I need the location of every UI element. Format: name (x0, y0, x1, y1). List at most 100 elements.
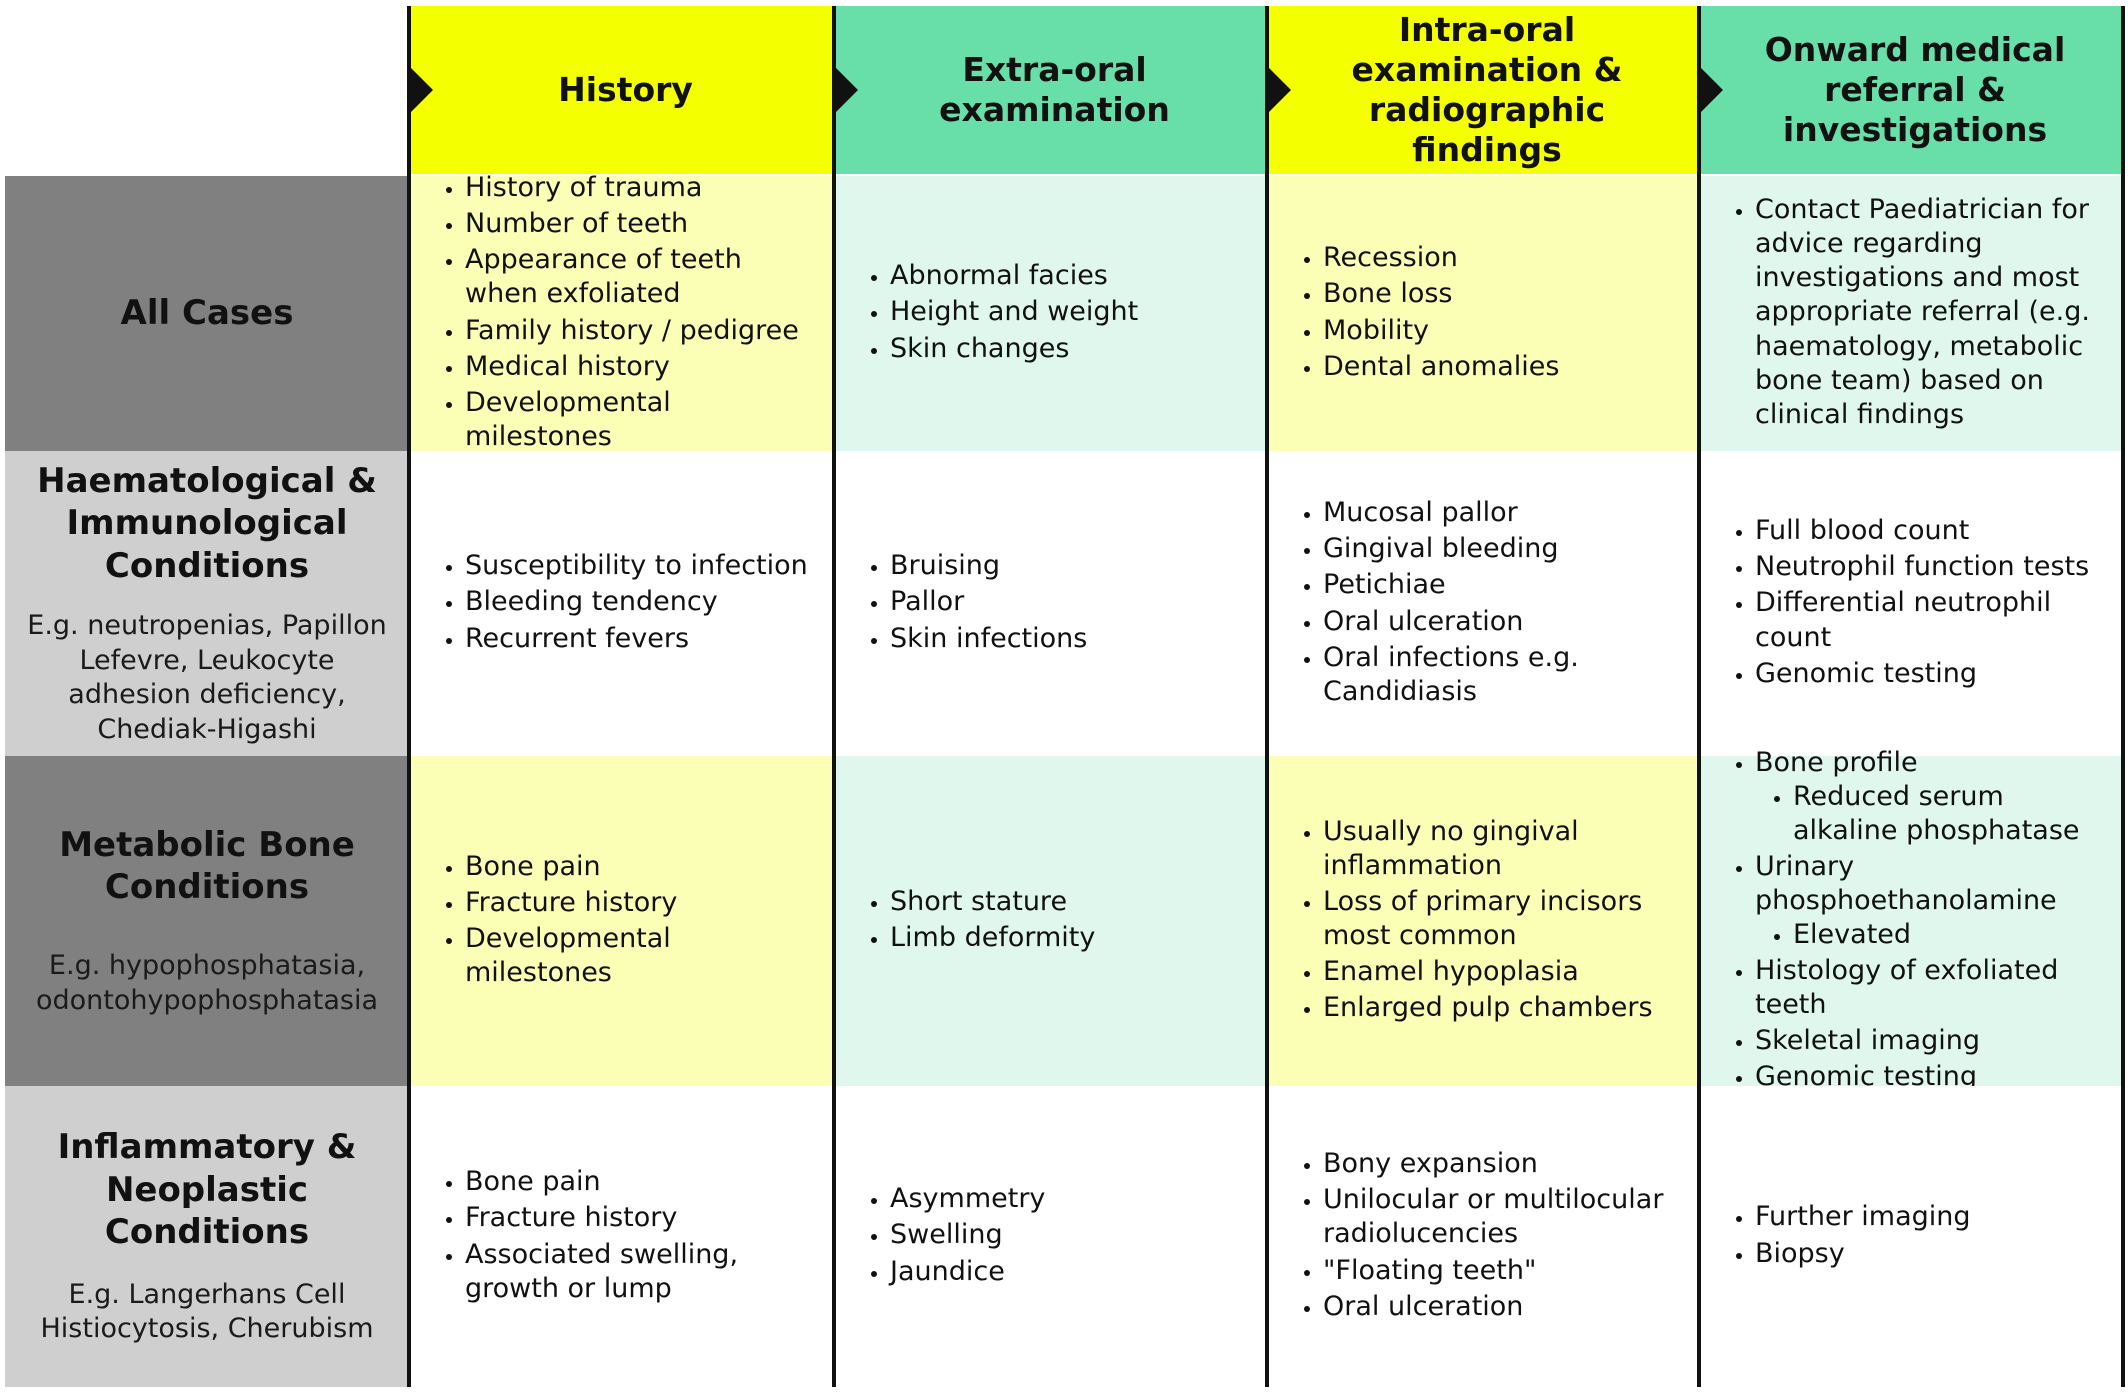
list-item: Height and weight (890, 295, 1138, 329)
list-item: Mobility (1323, 314, 1559, 348)
list-item: Further imaging (1755, 1200, 1971, 1234)
list-item: Bone loss (1323, 277, 1559, 311)
all-cases-intra-oral: RecessionBone lossMobilityDental anomali… (1267, 176, 1699, 451)
list-item: Urinary phosphoethanolamine Elevated (1755, 850, 2109, 952)
metabolic-referral: Bone profile Reduced serum alkaline phos… (1699, 747, 2123, 1092)
bullet-list: Usually no gingival inflammationLoss of … (1293, 815, 1685, 1027)
list-item: Enamel hypoplasia (1323, 955, 1685, 989)
list-item: Oral ulceration (1323, 605, 1685, 639)
list-item: Reduced serum alkaline phosphatase (1793, 780, 2109, 848)
list-item: "Floating teeth" (1323, 1254, 1685, 1288)
bullet-list: Further imagingBiopsy (1725, 1200, 1971, 1272)
bullet-list: AsymmetrySwellingJaundice (860, 1182, 1045, 1290)
list-item: Fracture history (465, 886, 820, 920)
list-item: Fracture history (465, 1201, 820, 1235)
list-item: Biopsy (1755, 1237, 1971, 1271)
header-referral: Onward medical referral & investigations (1699, 6, 2123, 174)
row-title: Inflammatory & Neoplastic Conditions (57, 1127, 357, 1253)
list-item: Full blood count (1755, 514, 2109, 548)
list-item: Abnormal facies (890, 259, 1138, 293)
list-item: Loss of primary incisors most common (1323, 885, 1685, 953)
list-item: History of trauma (465, 171, 820, 205)
list-item: Appearance of teeth when exfoliated (465, 243, 820, 311)
list-item: Elevated (1793, 918, 2109, 952)
list-item: Enlarged pulp chambers (1323, 991, 1685, 1025)
row-label-inflammatory: Inflammatory & Neoplastic Conditions E.g… (5, 1086, 409, 1387)
list-item: Family history / pedigree (465, 314, 820, 348)
bullet-list: Bone painFracture historyDevelopmental m… (435, 850, 820, 992)
header-history: History (409, 6, 834, 174)
bullet-list: Bone painFracture historyAssociated swel… (435, 1165, 820, 1307)
metabolic-history: Bone painFracture historyDevelopmental m… (409, 756, 834, 1086)
bullet-list: Contact Paediatrician for advice regardi… (1725, 193, 2109, 433)
list-item: Swelling (890, 1218, 1045, 1252)
haematological-history: Susceptibility to infectionBleeding tend… (409, 451, 834, 756)
list-item: Bone pain (465, 1165, 820, 1199)
list-item: Skin changes (890, 332, 1138, 366)
all-cases-history: History of traumaNumber of teethAppearan… (409, 172, 834, 452)
list-item: Pallor (890, 585, 1087, 619)
header-referral-label: Onward medical referral & investigations (1764, 29, 2066, 150)
header-intra-oral-label: Intra-oral examination & radiographic fi… (1351, 9, 1623, 170)
haematological-extra-oral: BruisingPallorSkin infections (834, 451, 1267, 756)
header-extra-oral-label: Extra-oral examination (939, 49, 1170, 129)
all-cases-referral: Contact Paediatrician for advice regardi… (1699, 176, 2123, 451)
bullet-list: Short statureLimb deformity (860, 885, 1095, 957)
column-divider (1265, 6, 1269, 1387)
list-item: Bleeding tendency (465, 585, 808, 619)
bullet-list: Bony expansionUnilocular or multilocular… (1293, 1147, 1685, 1325)
list-item: Recurrent fevers (465, 622, 808, 656)
inflammatory-intra-oral: Bony expansionUnilocular or multilocular… (1267, 1086, 1699, 1387)
list-item: Gingival bleeding (1323, 532, 1685, 566)
list-item: Oral infections e.g. Candidiasis (1323, 641, 1685, 709)
list-item: Skeletal imaging (1755, 1024, 2109, 1058)
inflammatory-history: Bone painFracture historyAssociated swel… (409, 1086, 834, 1387)
bullet-list: RecessionBone lossMobilityDental anomali… (1293, 241, 1559, 385)
row-label-haematological: Haematological & Immunological Condition… (5, 451, 409, 756)
sub-bullet-list: Elevated (1755, 918, 2109, 952)
metabolic-intra-oral: Usually no gingival inflammationLoss of … (1267, 756, 1699, 1086)
bullet-list: Abnormal faciesHeight and weightSkin cha… (860, 259, 1138, 367)
list-item: Mucosal pallor (1323, 496, 1685, 530)
bullet-list: Mucosal pallorGingival bleedingPetichiae… (1293, 496, 1685, 710)
arrow-right-icon (1699, 66, 1723, 114)
header-extra-oral: Extra-oral examination (834, 6, 1267, 174)
bullet-list: Bone profile Reduced serum alkaline phos… (1725, 746, 2109, 1096)
list-item: Associated swelling, growth or lump (465, 1238, 820, 1306)
list-item: Genomic testing (1755, 657, 2109, 691)
arrow-right-icon (1267, 66, 1291, 114)
list-item: Bruising (890, 549, 1087, 583)
header-intra-oral: Intra-oral examination & radiographic fi… (1267, 6, 1699, 174)
list-item: Jaundice (890, 1255, 1045, 1289)
list-item: Skin infections (890, 622, 1087, 656)
arrow-right-icon (834, 66, 858, 114)
list-item: Usually no gingival inflammation (1323, 815, 1685, 883)
list-item: Recession (1323, 241, 1559, 275)
list-item: Developmental milestones (465, 922, 820, 990)
row-title: Metabolic Bone Conditions (59, 824, 355, 908)
list-item: Bone profile Reduced serum alkaline phos… (1755, 746, 2109, 848)
row-title: All Cases (120, 293, 294, 334)
header-history-label: History (558, 69, 693, 109)
row-title: Haematological & Immunological Condition… (37, 460, 377, 586)
row-examples: E.g. Langerhans Cell Histiocytosis, Cher… (40, 1278, 374, 1345)
haematological-intra-oral: Mucosal pallorGingival bleedingPetichiae… (1267, 451, 1699, 756)
inflammatory-referral: Further imagingBiopsy (1699, 1086, 2123, 1387)
bullet-list: Full blood countNeutrophil function test… (1725, 514, 2109, 692)
haematological-referral: Full blood countNeutrophil function test… (1699, 451, 2123, 756)
column-divider (407, 6, 411, 1387)
row-examples: E.g. hypophosphatasia, odontohypophospha… (35, 949, 379, 1016)
list-item: Histology of exfoliated teeth (1755, 954, 2109, 1022)
row-label-metabolic: Metabolic Bone Conditions E.g. hypophosp… (5, 756, 409, 1086)
column-divider (1697, 6, 1701, 1387)
bullet-list: BruisingPallorSkin infections (860, 549, 1087, 657)
list-item: Short stature (890, 885, 1095, 919)
all-cases-extra-oral: Abnormal faciesHeight and weightSkin cha… (834, 176, 1267, 451)
list-item: Asymmetry (890, 1182, 1045, 1216)
row-examples: E.g. neutropenias, Papillon Lefevre, Leu… (27, 610, 387, 745)
list-item: Bony expansion (1323, 1147, 1685, 1181)
list-item: Oral ulceration (1323, 1290, 1685, 1324)
row-label-all-cases: All Cases (5, 176, 409, 451)
list-item: Bone pain (465, 850, 820, 884)
bullet-list: History of traumaNumber of teethAppearan… (435, 171, 820, 455)
